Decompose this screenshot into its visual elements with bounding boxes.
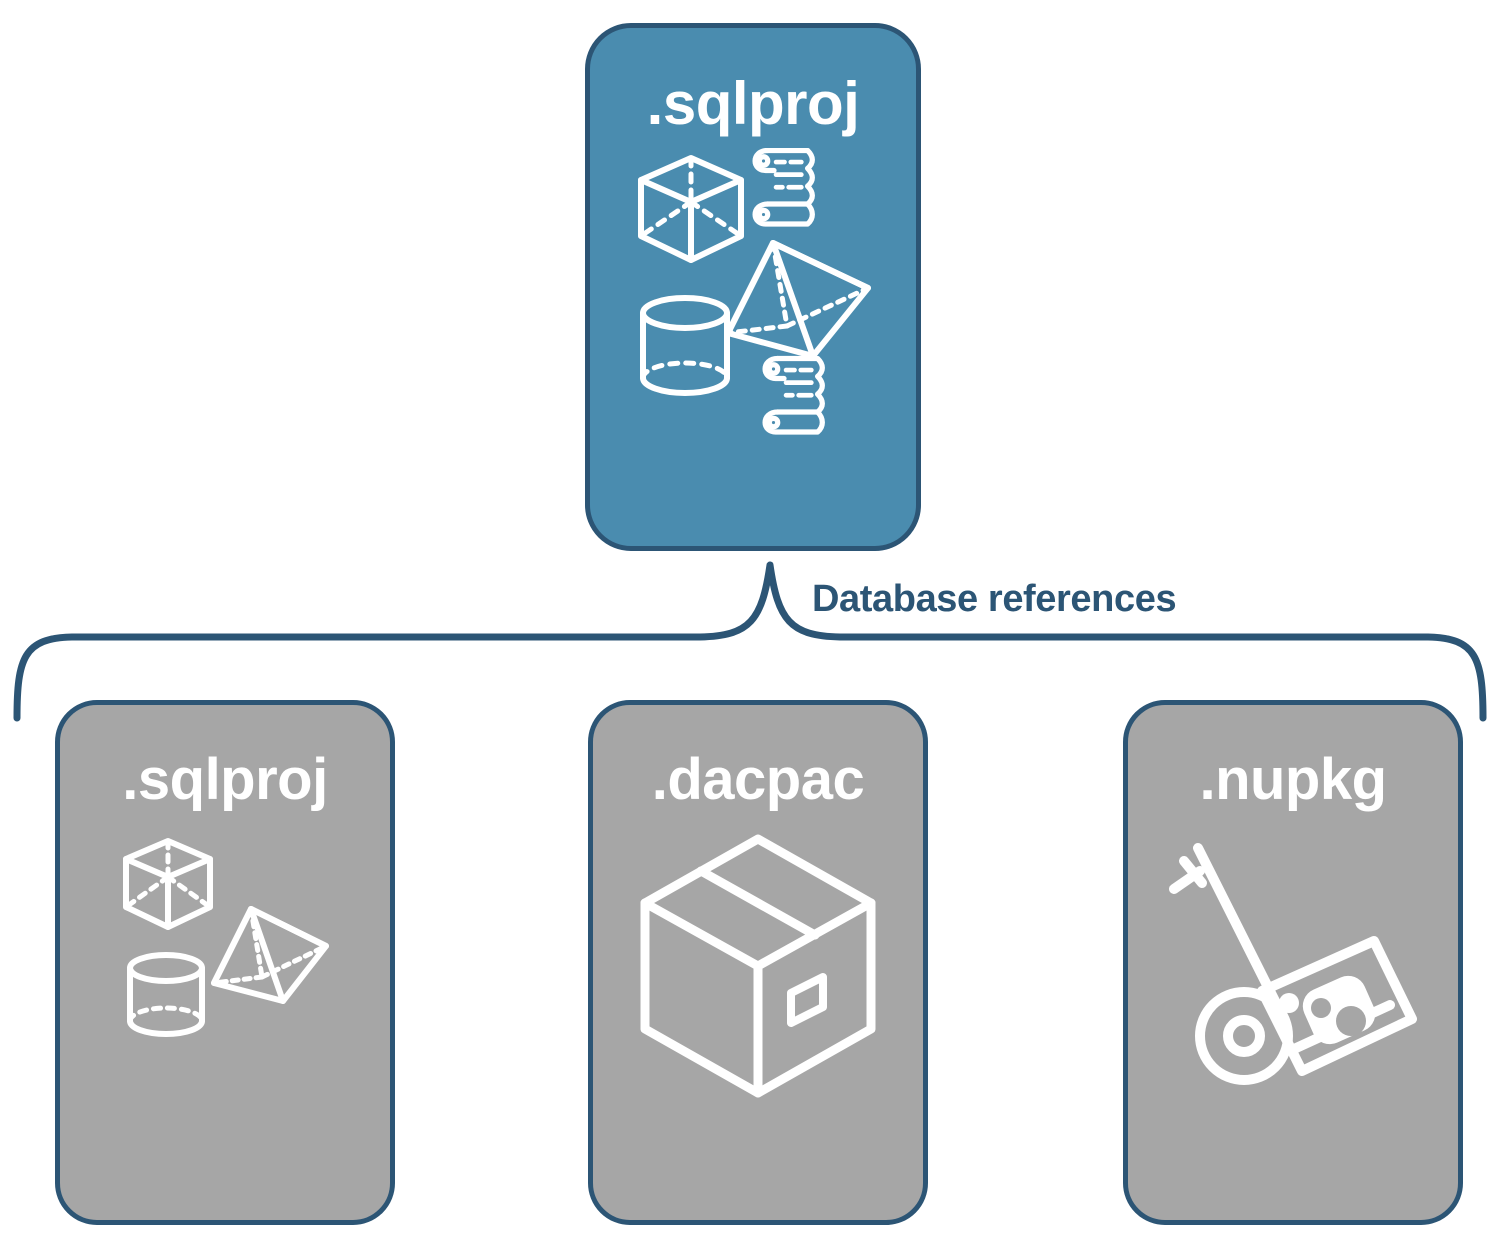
package-box-icon — [640, 834, 876, 1098]
node-title-sqlproj-reference: .sqlproj — [122, 747, 328, 812]
sqlproj-shapes-group — [638, 148, 871, 435]
scroll-icon — [762, 355, 825, 435]
scroll-icon — [752, 148, 815, 227]
pyramid-icon — [211, 906, 329, 1004]
nuget-glyph-holes — [1311, 998, 1366, 1036]
cube-icon — [638, 155, 744, 263]
node-nupkg-reference[interactable]: .nupkg — [1123, 700, 1463, 1225]
node-artwork-sqlproj-primary — [590, 134, 916, 546]
pyramid-icon — [725, 240, 871, 359]
package-label-icon — [787, 973, 827, 1027]
cylinder-icon — [127, 952, 205, 1037]
node-artwork-dacpac-reference — [593, 809, 923, 1220]
node-sqlproj-primary[interactable]: .sqlproj — [585, 23, 921, 551]
connector-label: Database references — [812, 578, 1177, 620]
cube-icon — [123, 838, 213, 930]
node-title-nupkg-reference: .nupkg — [1199, 747, 1387, 812]
nuget-box-icon — [1257, 936, 1417, 1076]
hand-truck-icon — [1169, 843, 1417, 1085]
cylinder-icon — [640, 295, 730, 396]
sqlproj-shapes-group-small — [123, 838, 329, 1037]
node-title-dacpac-reference: .dacpac — [651, 747, 865, 812]
wheel-icon — [1195, 987, 1293, 1085]
node-sqlproj-reference[interactable]: .sqlproj — [55, 700, 395, 1225]
node-artwork-nupkg-reference — [1128, 809, 1458, 1220]
node-artwork-sqlproj-reference — [60, 809, 390, 1220]
node-title-sqlproj-primary: .sqlproj — [646, 70, 860, 137]
node-dacpac-reference[interactable]: .dacpac — [588, 700, 928, 1225]
